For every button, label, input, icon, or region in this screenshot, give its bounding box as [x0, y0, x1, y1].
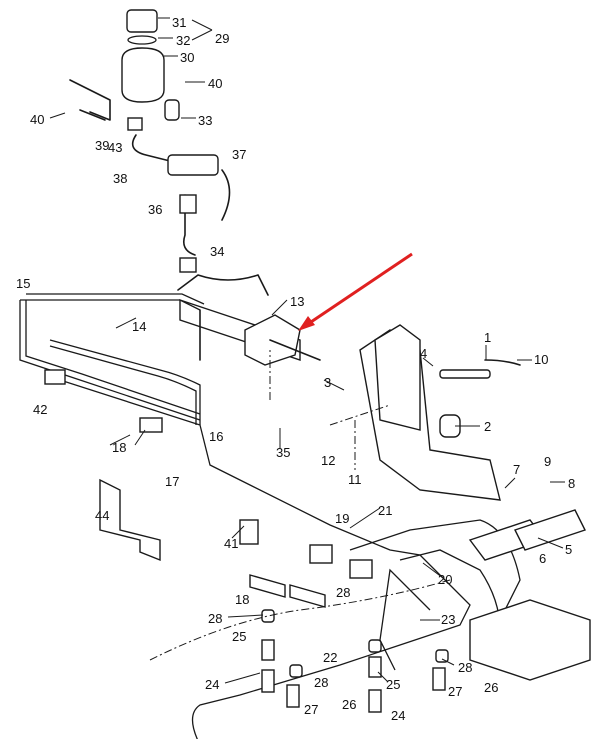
callout-19: 19	[335, 511, 349, 526]
callout-24: 24	[205, 677, 219, 692]
callout-39: 39	[95, 138, 109, 153]
callout-18: 18	[235, 592, 249, 607]
red-arrow	[298, 252, 413, 331]
callout-30: 30	[180, 50, 194, 65]
callout-14: 14	[132, 319, 146, 334]
callout-labels: 31 32 29 30 40 40 33 39 43 43 37 38 36 3…	[16, 15, 575, 723]
callout-33: 33	[198, 113, 212, 128]
callout-22: 22	[323, 650, 337, 665]
callout-28: 28	[336, 585, 350, 600]
callout-26: 26	[484, 680, 498, 695]
callout-25: 25	[232, 629, 246, 644]
callout-38: 38	[113, 171, 127, 186]
callout-35: 35	[276, 445, 290, 460]
callout-6: 6	[539, 551, 546, 566]
callout-21: 21	[378, 503, 392, 518]
callout-17: 17	[165, 474, 179, 489]
fittings	[149, 350, 451, 713]
callout-15: 15	[16, 276, 30, 291]
callout-27: 27	[448, 684, 462, 699]
callout-1: 1	[484, 330, 491, 345]
callout-28: 28	[458, 660, 472, 675]
brake-lines	[19, 293, 521, 739]
master-cylinder	[177, 274, 321, 366]
callout-8: 8	[568, 476, 575, 491]
callout-37: 37	[232, 147, 246, 162]
callout-13: 13	[290, 294, 304, 309]
callout-18: 18	[112, 440, 126, 455]
callout-43: 43	[108, 140, 122, 155]
callout-10: 10	[534, 352, 548, 367]
callout-7: 7	[513, 462, 520, 477]
callout-28: 28	[208, 611, 222, 626]
callout-41: 41	[224, 536, 238, 551]
callout-11: 11	[348, 472, 362, 487]
callout-3: 3	[324, 375, 331, 390]
callout-4: 4	[420, 346, 427, 361]
callout-12: 12	[321, 453, 335, 468]
callout-2: 2	[484, 419, 491, 434]
callout-40: 40	[208, 76, 222, 91]
callout-20: 20	[438, 572, 452, 587]
callout-44: 44	[95, 508, 109, 523]
callout-34: 34	[210, 244, 224, 259]
callout-32: 32	[176, 33, 190, 48]
callout-40: 40	[30, 112, 44, 127]
callout-42: 42	[33, 402, 47, 417]
callout-36: 36	[148, 202, 162, 217]
callout-27: 27	[304, 702, 318, 717]
callout-28: 28	[314, 675, 328, 690]
callout-23: 23	[441, 612, 455, 627]
brake-pedals	[99, 324, 591, 681]
callout-9: 9	[544, 454, 551, 469]
reservoir-assembly	[69, 9, 231, 273]
callout-26: 26	[342, 697, 356, 712]
callout-5: 5	[565, 542, 572, 557]
callout-31: 31	[172, 15, 186, 30]
callout-leaders	[49, 17, 565, 684]
callout-29: 29	[215, 31, 229, 46]
callout-16: 16	[209, 429, 223, 444]
callout-24: 24	[391, 708, 405, 723]
callout-25: 25	[386, 677, 400, 692]
